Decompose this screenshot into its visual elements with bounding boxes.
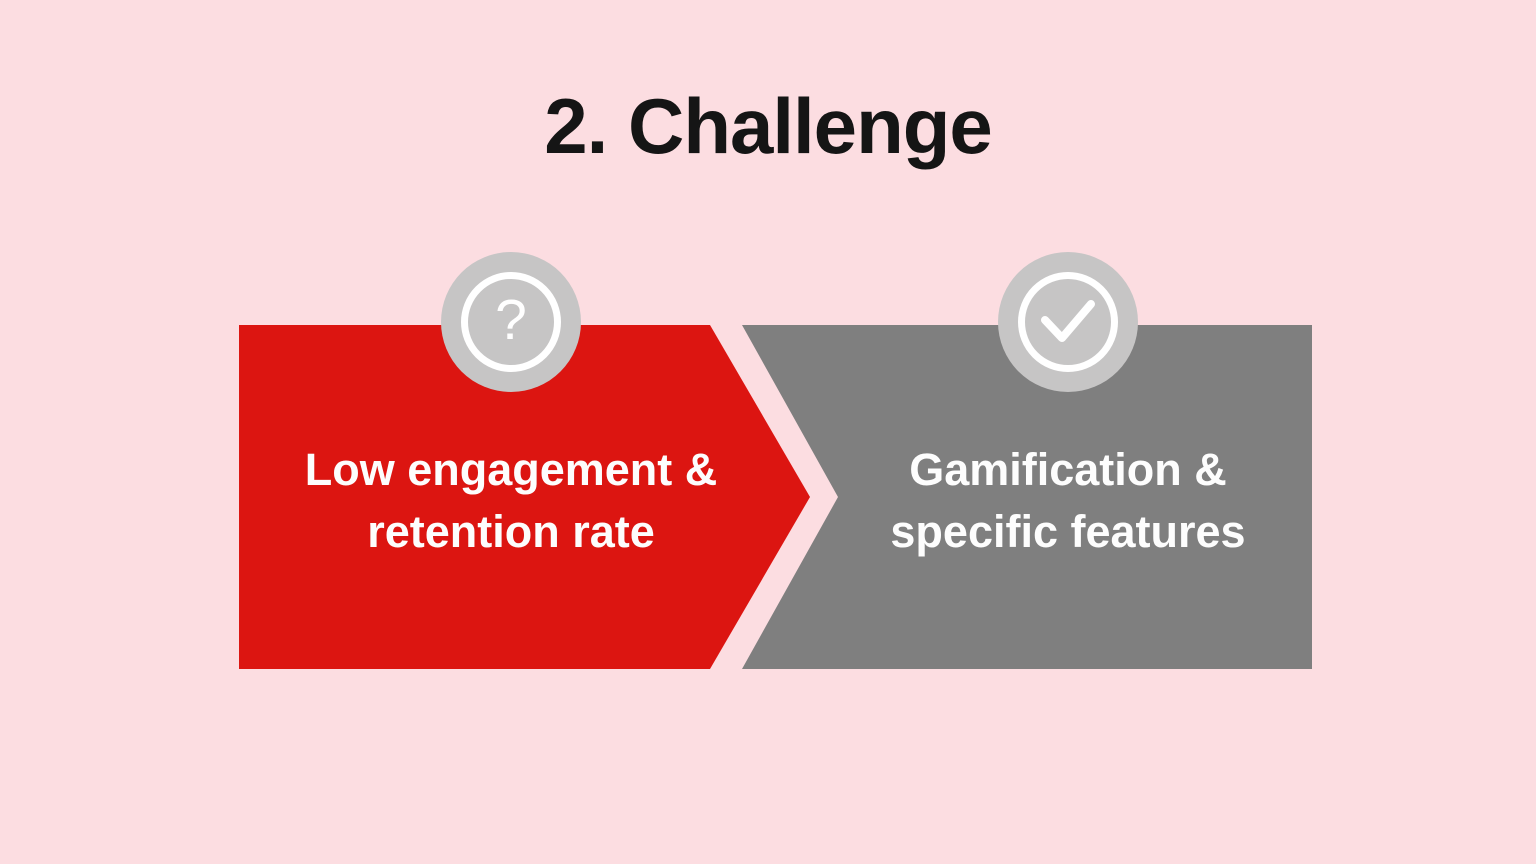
page-title: 2. Challenge	[544, 82, 992, 170]
solution-label: Gamification & specific features	[808, 439, 1328, 563]
question-glyph: ?	[495, 287, 527, 352]
solution-label-line1: Gamification &	[909, 444, 1227, 495]
check-mark-icon	[1018, 272, 1118, 372]
challenge-arrow-shape	[239, 325, 810, 669]
solution-box-shape	[742, 325, 1312, 669]
check-badge	[998, 252, 1138, 392]
question-mark-icon: ?	[461, 272, 561, 372]
question-badge: ?	[441, 252, 581, 392]
check-mark-glyph	[1041, 300, 1095, 342]
challenge-label-line1: Low engagement &	[304, 444, 718, 495]
solution-label-line2: specific features	[890, 506, 1246, 557]
challenge-label: Low engagement & retention rate	[251, 439, 771, 563]
challenge-label-line2: retention rate	[367, 506, 655, 557]
